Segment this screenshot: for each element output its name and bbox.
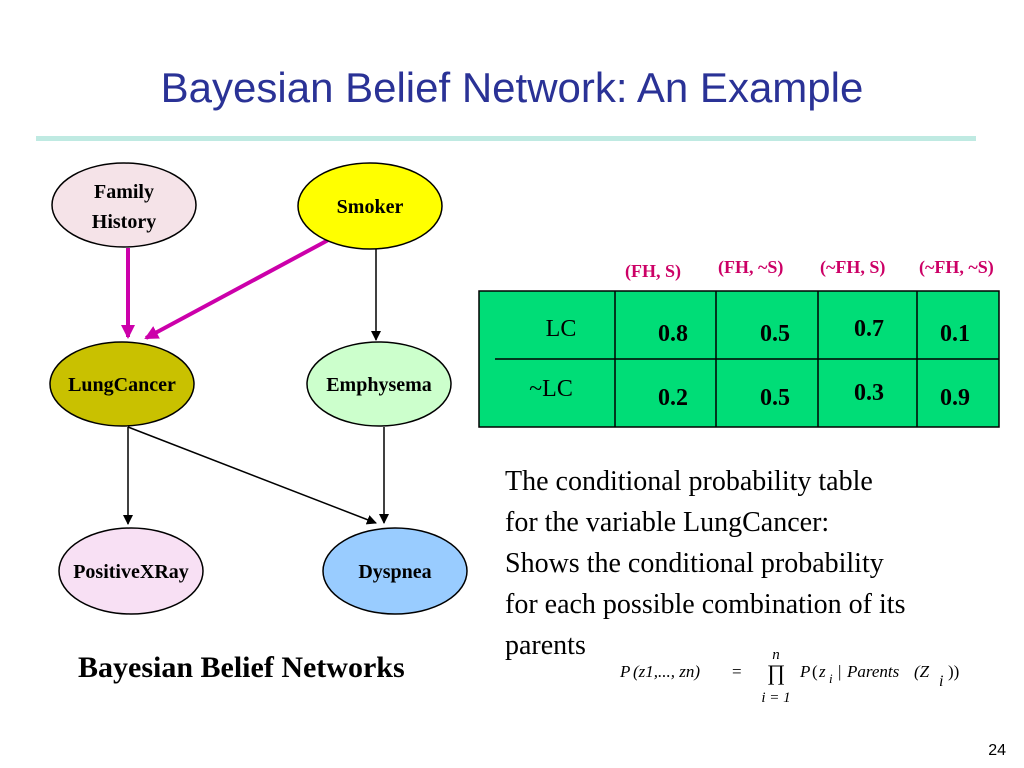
node-positive-xray: PositiveXRay bbox=[58, 527, 204, 615]
cpt-cell-not-lc-fh-not-s: 0.5 bbox=[760, 385, 790, 411]
formula-rhs-close: )) bbox=[948, 662, 959, 681]
node-lung-cancer-label: LungCancer bbox=[68, 374, 176, 396]
formula-lower-limit: i = 1 bbox=[761, 690, 790, 706]
description-line: The conditional probability table bbox=[505, 466, 873, 497]
cpt-row-label-lc: LC bbox=[546, 316, 577, 342]
formula-rhs-p: P bbox=[799, 662, 810, 681]
title-underline bbox=[36, 136, 976, 141]
formula-rhs-z-sub: i bbox=[829, 671, 833, 686]
node-emphysema: Emphysema bbox=[306, 341, 452, 427]
joint-probability-formula: P (z1,..., zn) = n ∏ i = 1 P ( z i | Par… bbox=[619, 647, 959, 706]
cpt-table: LC ~LC 0.8 0.5 0.7 0.1 0.2 0.5 0.3 0.9 bbox=[478, 290, 1000, 428]
formula-rhs-parents: Parents bbox=[846, 662, 900, 681]
formula-equals: = bbox=[732, 662, 742, 681]
node-positive-xray-label: PositiveXRay bbox=[73, 561, 189, 583]
node-family-history: Family History bbox=[51, 162, 197, 248]
description-line: parents bbox=[505, 630, 586, 661]
cpt-cell-lc-not-fh-not-s: 0.1 bbox=[940, 321, 970, 347]
cpt-cell-lc-fh-not-s: 0.5 bbox=[760, 321, 790, 347]
cpt-cell-not-lc-not-fh-not-s: 0.9 bbox=[940, 385, 970, 411]
formula-upper-limit: n bbox=[772, 647, 780, 663]
node-smoker: Smoker bbox=[297, 162, 443, 250]
node-smoker-label: Smoker bbox=[337, 196, 404, 218]
cpt-cell-lc-not-fh-s: 0.7 bbox=[854, 316, 884, 342]
diagram-caption: Bayesian Belief Networks bbox=[78, 651, 405, 684]
edge-smoker-to-lung-cancer bbox=[144, 236, 333, 340]
cpt-cell-not-lc-fh-s: 0.2 bbox=[658, 385, 688, 411]
description-line: for the variable LungCancer: bbox=[505, 507, 830, 538]
node-lung-cancer: LungCancer bbox=[49, 341, 195, 427]
page-number: 24 bbox=[988, 742, 1006, 759]
formula-lhs-args: (z1,..., zn) bbox=[633, 662, 700, 681]
description-line: for each possible combination of its bbox=[505, 589, 906, 620]
cpt-row-label-not-lc: ~LC bbox=[529, 376, 573, 402]
formula-rhs-bar: | bbox=[838, 662, 841, 681]
cpt-header-fh-not-s: (FH, ~S) bbox=[718, 257, 783, 278]
cpt-header-not-fh-not-s: (~FH, ~S) bbox=[919, 257, 994, 278]
node-dyspnea-label: Dyspnea bbox=[358, 561, 431, 583]
node-emphysema-label: Emphysema bbox=[326, 374, 432, 396]
formula-rhs-Z-sub: i bbox=[939, 673, 943, 690]
node-family-history-label-line-1: Family bbox=[94, 181, 154, 203]
cpt-cell-not-lc-not-fh-s: 0.3 bbox=[854, 380, 884, 406]
node-family-history-label-line-2: History bbox=[92, 211, 156, 233]
cpt-description: The conditional probability table for th… bbox=[505, 461, 1005, 666]
formula-rhs-paren-open: ( bbox=[812, 662, 818, 681]
formula-rhs-Z: (Z bbox=[914, 662, 930, 681]
slide-title: Bayesian Belief Network: An Example bbox=[160, 64, 864, 111]
cpt-header-fh-s: (FH, S) bbox=[625, 261, 681, 282]
edge-lung-cancer-to-dyspnea bbox=[127, 426, 377, 525]
formula-product-symbol: ∏ bbox=[767, 660, 785, 685]
node-dyspnea: Dyspnea bbox=[322, 527, 468, 615]
description-line: Shows the conditional probability bbox=[505, 548, 884, 579]
cpt-cell-lc-fh-s: 0.8 bbox=[658, 321, 688, 347]
formula-rhs-z: z bbox=[818, 662, 826, 681]
formula-lhs-p: P bbox=[619, 662, 630, 681]
cpt-header-not-fh-s: (~FH, S) bbox=[820, 257, 885, 278]
